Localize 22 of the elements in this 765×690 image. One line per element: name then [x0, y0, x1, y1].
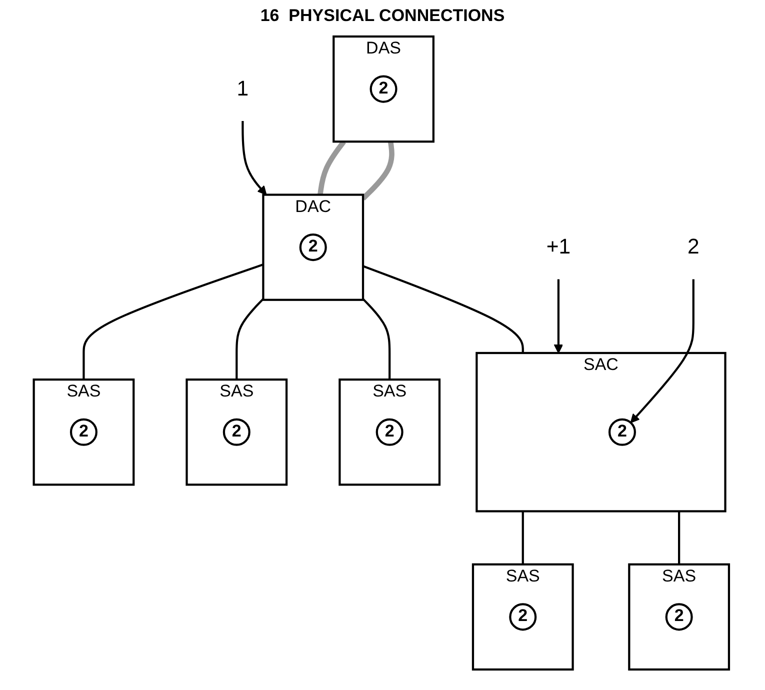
diagram-label: 16 PHYSICAL CONNECTIONS	[259, 6, 506, 26]
node-text: +1	[546, 236, 571, 259]
node-circle: 2	[222, 418, 250, 446]
connector	[678, 511, 680, 564]
node-circle: 2	[370, 75, 398, 103]
arrow	[554, 279, 564, 354]
arrow	[630, 279, 694, 424]
connector	[361, 141, 394, 200]
node-circle: 2	[509, 603, 537, 631]
connector	[362, 265, 524, 353]
node-circle: 2	[376, 418, 404, 446]
node-circle: 2	[70, 418, 98, 446]
node-circle: 2	[608, 418, 636, 446]
node-circle: 2	[299, 234, 327, 262]
connector	[362, 298, 391, 380]
node-text: 1	[236, 77, 249, 101]
node-text: 2	[687, 236, 700, 259]
node-circle: 2	[665, 603, 693, 631]
connector	[82, 264, 264, 380]
arrow	[242, 120, 267, 196]
connector	[522, 511, 524, 564]
connector	[236, 298, 264, 380]
